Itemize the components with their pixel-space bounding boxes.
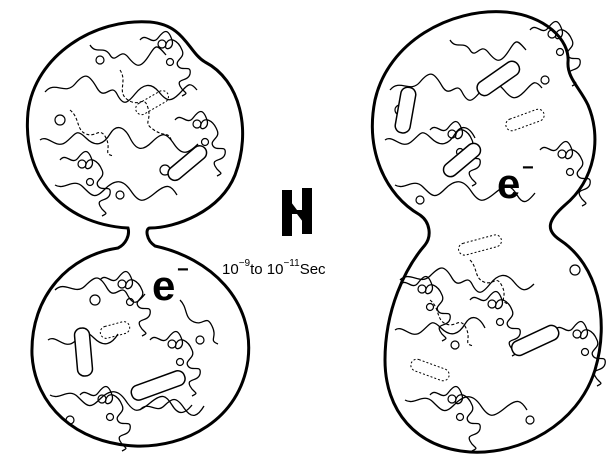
left-protein-pair (27, 22, 248, 451)
right-upper-domain-chains (385, 22, 590, 207)
svg-text:10−9to 10−11Sec: 10−9to 10−11Sec (222, 258, 326, 278)
right-protein-pair (372, 12, 605, 453)
left-lower-domain-chains (48, 272, 218, 452)
left-upper-domain-chains (40, 32, 225, 217)
left-electron-label: e (152, 262, 175, 309)
right-lower-domain-chains (395, 234, 605, 451)
right-electron-label: e (497, 160, 520, 207)
transfer-time-label: 10−9to 10−11Sec (222, 258, 326, 278)
right-electron-sign: − (522, 157, 534, 179)
left-protein-outline (27, 22, 248, 446)
left-electron-sign: − (177, 259, 189, 281)
equilibrium-arrows (282, 188, 312, 236)
